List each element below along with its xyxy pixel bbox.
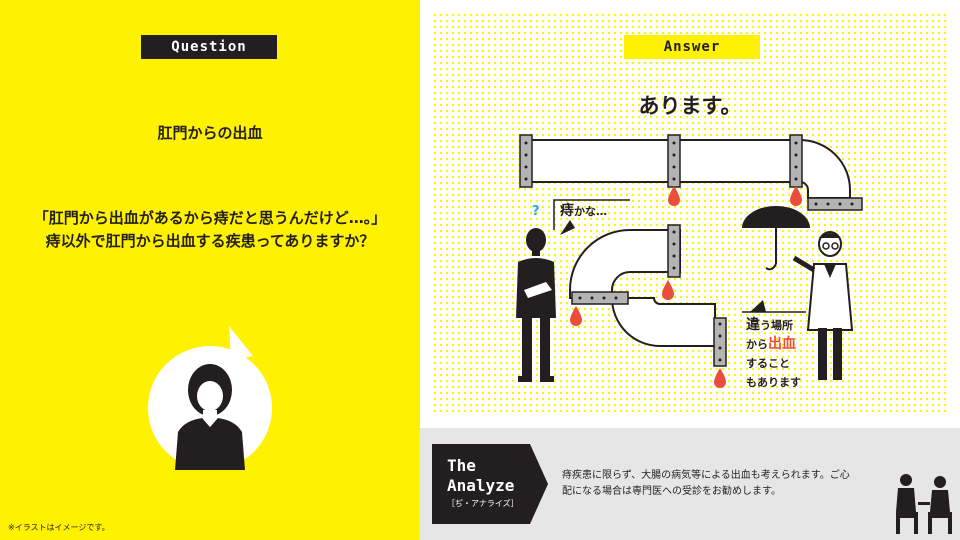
question-label: Question	[141, 35, 277, 59]
analyze-explanation-line2: 配になる場合は専門医への受診をお勧めします。	[562, 486, 781, 497]
analyze-bar: The Analyze ［ぢ・アナライズ］ 痔疾患に限らず、大腸の病気等による出…	[420, 428, 960, 540]
bubble-left-rest: かな…	[574, 205, 607, 218]
answer-illustration	[432, 12, 948, 412]
question-text-line2: 痔以外で肛門から出血する疾患ってありますか？	[45, 232, 375, 250]
answer-panel: Answer あります。 ? 痔かな… 違う場所 から出血 すること もあります	[420, 0, 960, 428]
doctor-icon	[742, 206, 854, 380]
question-mark: ?	[532, 204, 540, 219]
bubble-right-line1: う場所	[760, 319, 793, 332]
analyze-subtitle: ［ぢ・アナライズ］	[447, 499, 519, 508]
woman-avatar-icon	[148, 326, 272, 470]
bubble-right-line3: すること	[746, 357, 790, 370]
analyze-title-line2: Analyze	[447, 476, 515, 495]
bubble-left-highlight: 痔	[560, 203, 574, 219]
consultation-icon	[896, 474, 952, 534]
lower-pipe	[569, 224, 727, 367]
question-text-line1: 「肛門から出血があるから痔だと思うんだけど…。」	[33, 209, 387, 227]
illustration-note: ※イラストはイメージです。	[8, 523, 110, 532]
bubble-right-highlight-2: 出血	[768, 336, 796, 352]
question-heading: 肛門からの出血	[157, 124, 263, 142]
speech-bubble-left	[553, 199, 630, 235]
analyze-explanation-line1: 痔疾患に限らず、大腸の病気等による出血も考えられます。ご心	[562, 470, 850, 481]
speech-bubble-right	[742, 300, 806, 313]
analyze-badge-background	[432, 444, 548, 524]
bubble-right-line4: もあります	[746, 376, 801, 389]
bubble-left-text: 痔かな…	[560, 200, 607, 220]
patient-man-icon	[516, 228, 556, 382]
bubble-right-line2-pre: から	[746, 338, 768, 351]
answer-title: あります。	[638, 94, 742, 118]
bubble-right-highlight-1: 違	[746, 317, 760, 333]
answer-label: Answer	[624, 35, 760, 59]
analyze-title-line1: The	[447, 456, 476, 475]
bubble-right-text: 違う場所 から出血 すること もあります	[746, 316, 801, 392]
question-panel: Question 肛門からの出血 「肛門から出血があるから痔だと思うんだけど…。…	[0, 0, 440, 540]
blood-drops	[570, 186, 802, 388]
